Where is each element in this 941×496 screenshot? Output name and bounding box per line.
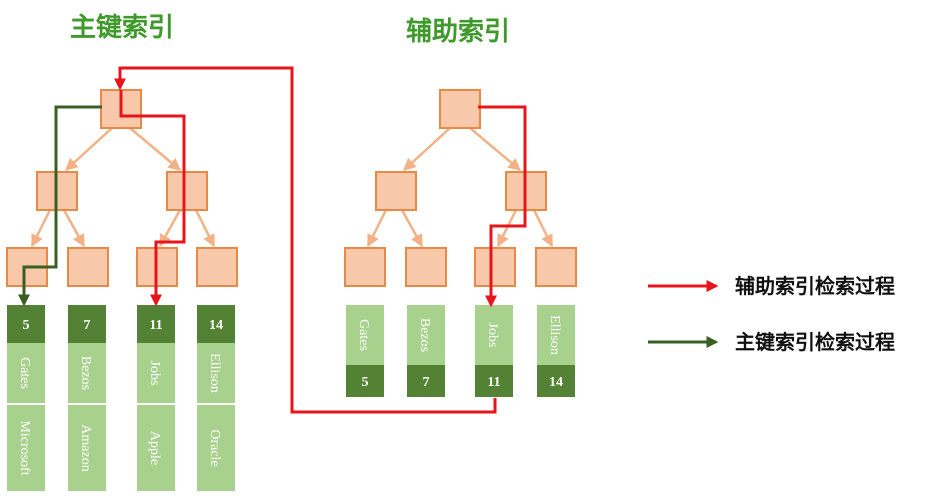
- primary-index-title: 主键索引: [70, 12, 174, 43]
- secondary-to-primary-lookup-path: [114, 66, 497, 414]
- leaf-node: [535, 247, 577, 287]
- record-company: Apple: [147, 431, 162, 465]
- record-key-cell: [475, 365, 513, 397]
- record-name: Bezos: [78, 356, 93, 390]
- record-name: Jobs: [147, 361, 162, 386]
- edge: [194, 209, 216, 248]
- edge: [62, 209, 86, 248]
- record-company-cell: [68, 405, 106, 491]
- record-key-cell: [7, 305, 45, 343]
- leaf-node: [405, 247, 447, 287]
- record-name-cell: [346, 305, 384, 365]
- record-id: 7: [423, 375, 430, 390]
- edge: [532, 209, 554, 248]
- record-key-cell: [137, 305, 175, 343]
- internal-node: [166, 171, 208, 211]
- record-name: Jobs: [485, 323, 500, 348]
- record-name-cell: [7, 343, 45, 403]
- secondary-record-2: Jobs 11: [475, 305, 513, 397]
- edge: [403, 127, 451, 171]
- secondary-record-1: Bezos 7: [407, 305, 445, 397]
- primary-search-path: [18, 105, 102, 307]
- record-key-cell: [537, 365, 575, 397]
- record-name-cell: [137, 343, 175, 403]
- legend-secondary-label: 辅助索引检索过程: [735, 274, 895, 298]
- record-company: Amazon: [78, 424, 93, 471]
- record-name-cell: [537, 305, 575, 365]
- leaf-node: [344, 247, 386, 287]
- leaf-node: [196, 247, 238, 287]
- root-node: [439, 89, 481, 129]
- record-name: Gates: [17, 357, 32, 389]
- record-company: Microsoft: [17, 420, 32, 475]
- record-name-cell: [407, 305, 445, 365]
- primary-record-2: 11 Jobs Apple: [137, 305, 175, 491]
- primary-record-3: 14 Ellison Oracle: [197, 305, 235, 491]
- secondary-record-0: Gates 5: [346, 305, 384, 397]
- record-key-cell: [407, 365, 445, 397]
- secondary-search-path-primary-tree: [119, 90, 186, 307]
- primary-record-1: 7 Bezos Amazon: [68, 305, 106, 491]
- record-company: Oracle: [207, 429, 222, 466]
- primary-record-0: 5 Gates Microsoft: [7, 305, 45, 491]
- secondary-search-path-secondary-tree: [478, 105, 527, 308]
- record-name-cell: [475, 305, 513, 365]
- record-id: 14: [549, 375, 563, 390]
- record-id: 5: [362, 375, 369, 390]
- edge: [158, 209, 182, 248]
- edge: [65, 127, 113, 171]
- record-name-cell: [197, 343, 235, 403]
- record-name: Bezos: [417, 318, 432, 352]
- record-id: 11: [487, 375, 500, 390]
- edge: [400, 209, 424, 248]
- record-key-cell: [68, 305, 106, 343]
- leaf-node: [67, 247, 109, 287]
- edge: [129, 127, 181, 171]
- record-company-cell: [7, 405, 45, 491]
- record-name: Ellison: [547, 315, 562, 355]
- edge: [496, 209, 518, 248]
- record-id: 5: [23, 318, 30, 333]
- record-company-cell: [137, 405, 175, 491]
- edge: [366, 209, 388, 248]
- record-id: 11: [149, 318, 162, 333]
- edge: [30, 209, 52, 248]
- record-name: Gates: [356, 319, 371, 351]
- primary-index-tree: 5 Gates Microsoft 7 Bezos Amazon 11 Jobs…: [6, 89, 238, 491]
- secondary-index-title: 辅助索引: [406, 17, 510, 47]
- record-name-cell: [68, 343, 106, 403]
- record-id: 7: [84, 318, 91, 333]
- record-name: Ellison: [207, 353, 222, 393]
- secondary-record-3: Ellison 14: [537, 305, 575, 397]
- legend: 辅助索引检索过程 主键索引检索过程: [648, 274, 895, 354]
- record-company-cell: [197, 405, 235, 491]
- edge: [469, 127, 521, 171]
- secondary-index-tree: Gates 5 Bezos 7 Jobs 11 Ellison 14: [344, 89, 577, 397]
- record-key-cell: [197, 305, 235, 343]
- leaf-node: [474, 247, 516, 287]
- record-id: 14: [209, 318, 223, 333]
- internal-node: [375, 171, 417, 211]
- legend-primary-label: 主键索引检索过程: [735, 330, 895, 354]
- record-key-cell: [346, 365, 384, 397]
